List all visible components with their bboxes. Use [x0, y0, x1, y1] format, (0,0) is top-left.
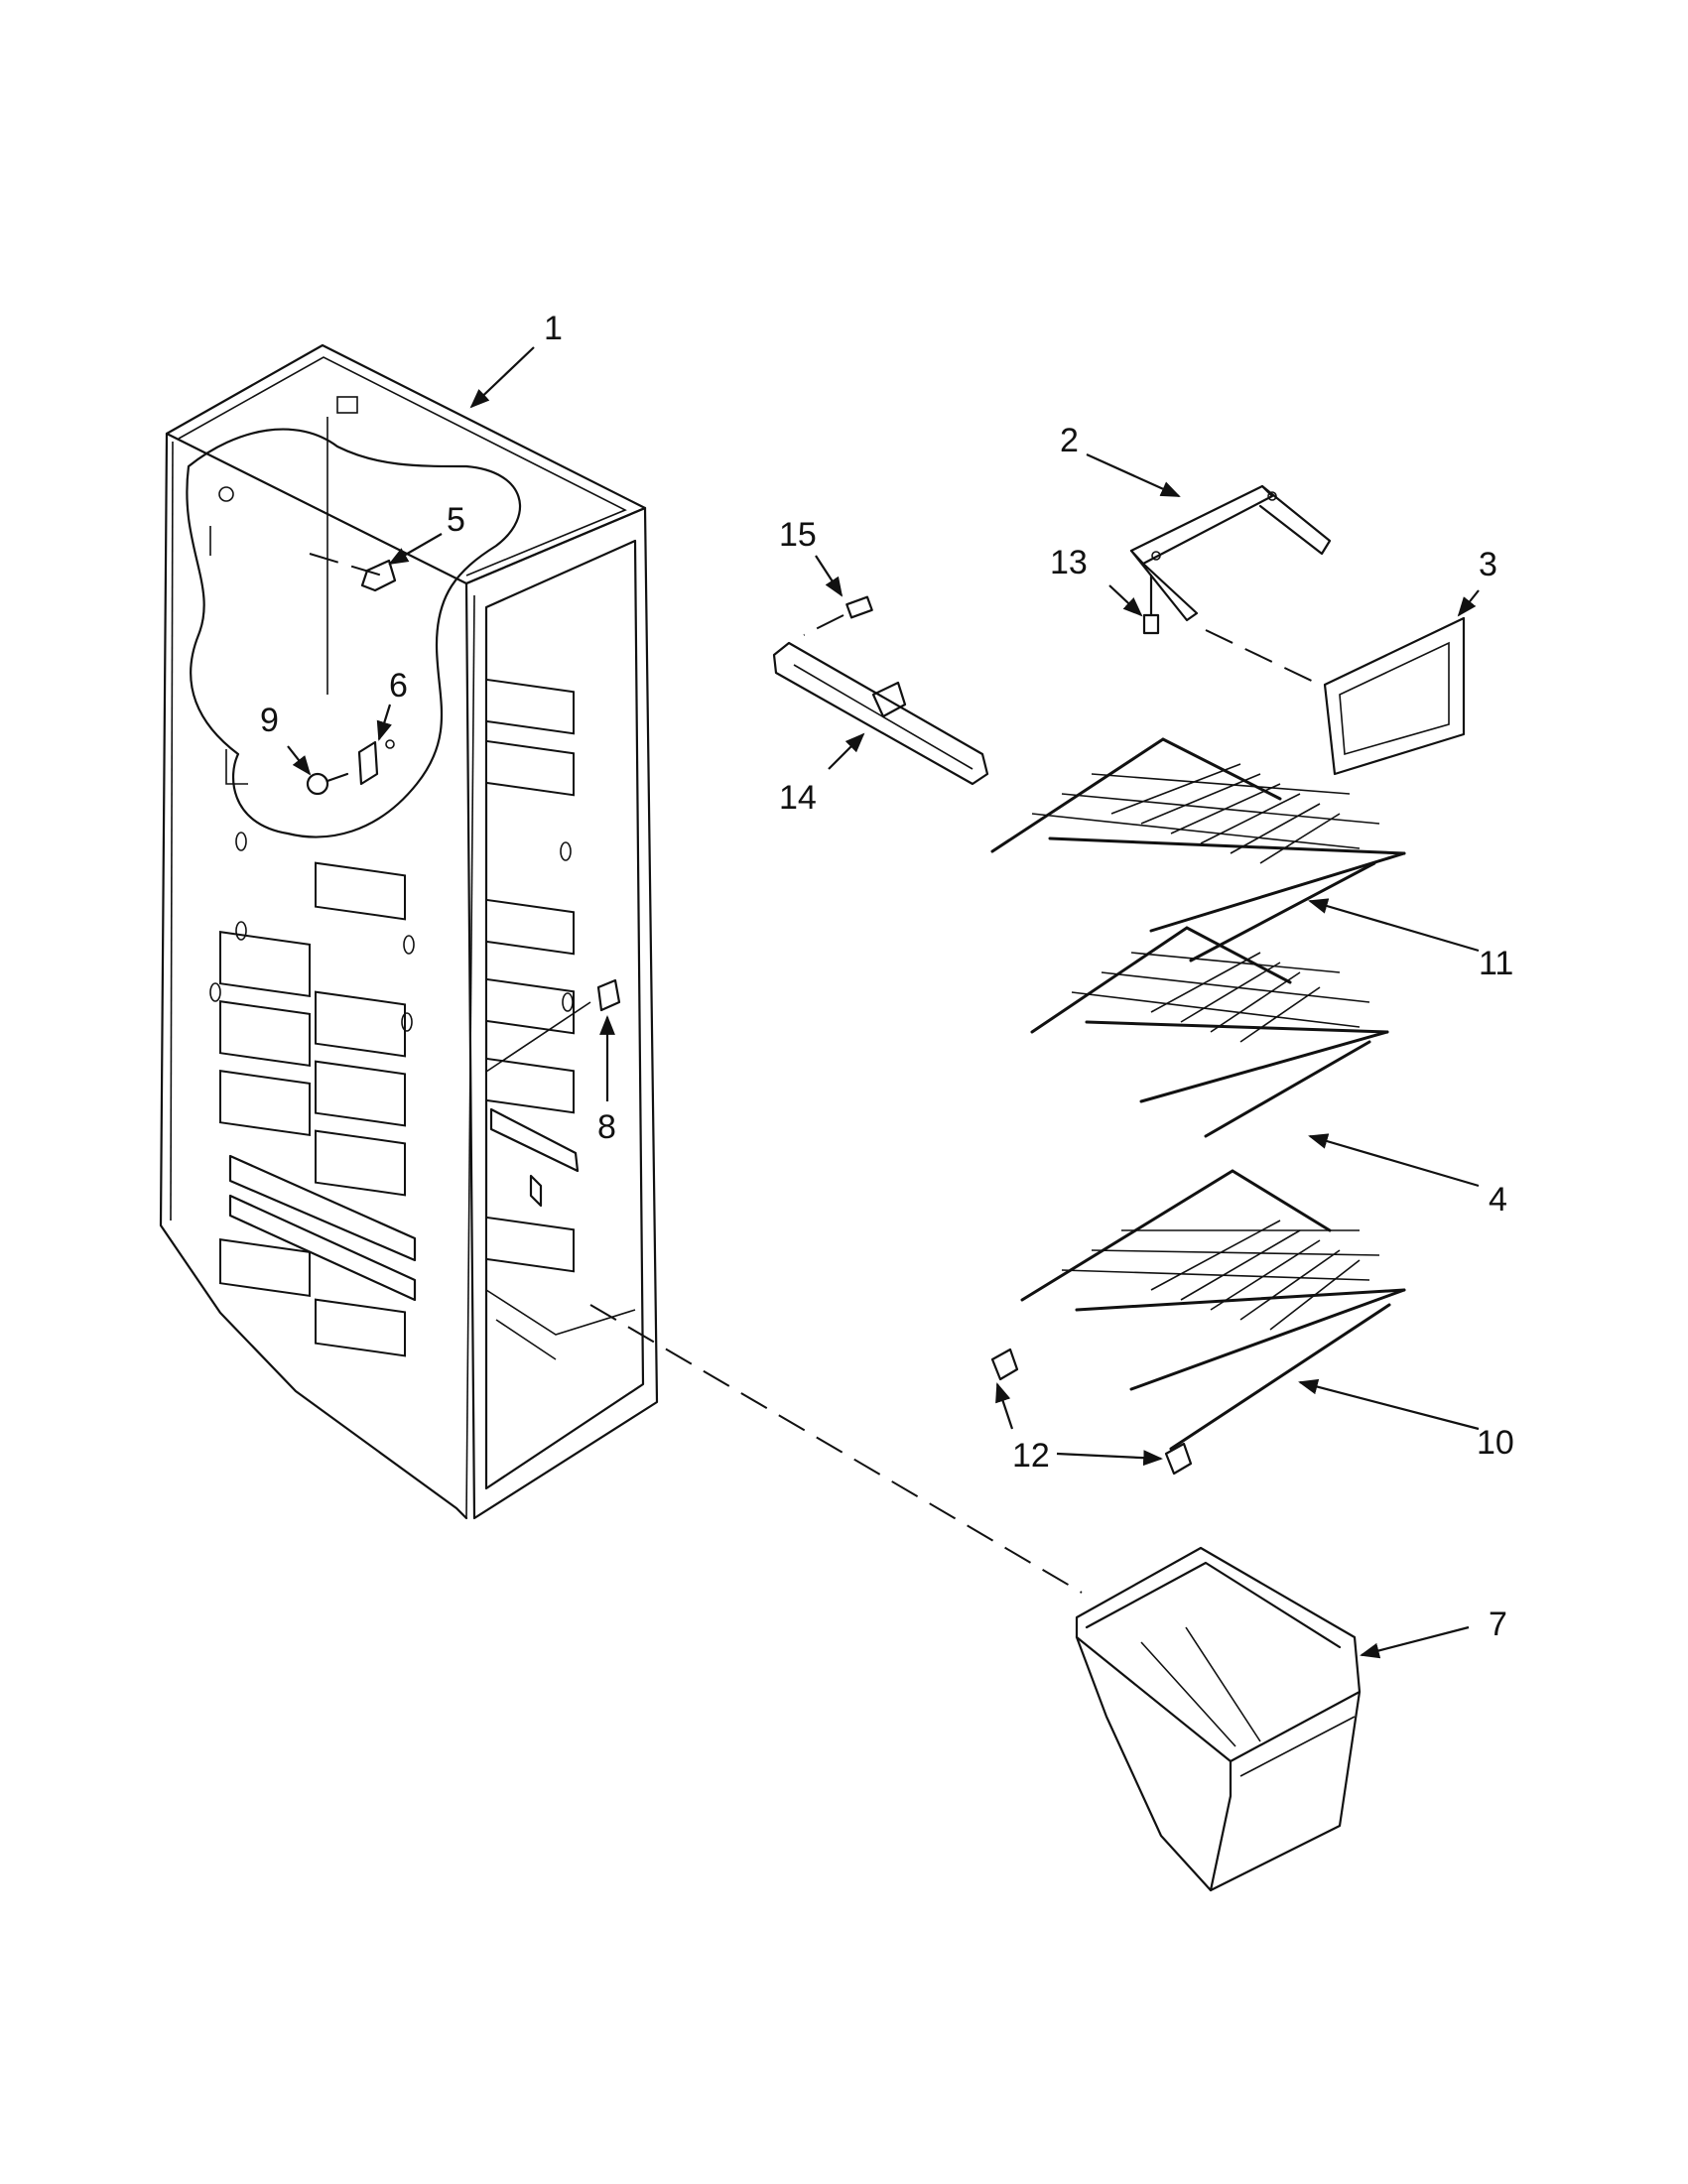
- callout-14: 14: [779, 779, 817, 817]
- part-9-screw: [306, 772, 349, 796]
- freezer-liner: [159, 343, 659, 1520]
- callout-7: 7: [1489, 1606, 1507, 1643]
- callout-9: 9: [260, 702, 279, 739]
- part-2-bracket: [1129, 484, 1332, 622]
- callout-11: 11: [1479, 945, 1513, 982]
- part-11-shelf: [990, 737, 1406, 963]
- part-4-shelf: [1030, 926, 1389, 1138]
- callout-10: 10: [1477, 1424, 1514, 1462]
- part-12-caps: [990, 1348, 1193, 1476]
- callout-4: 4: [1489, 1181, 1507, 1219]
- part-8-clip: [485, 978, 621, 1073]
- part-5-clip: [309, 553, 397, 592]
- callout-12: 12: [1012, 1437, 1050, 1475]
- part-14-rail: [772, 641, 989, 786]
- callout-5: 5: [447, 501, 465, 539]
- callout-2: 2: [1060, 422, 1079, 459]
- callout-8: 8: [597, 1108, 616, 1146]
- leader-lines: [287, 346, 1480, 1659]
- part-13-screw: [1142, 574, 1160, 635]
- callout-3: 3: [1479, 546, 1497, 583]
- callout-1: 1: [544, 310, 563, 347]
- callout-13: 13: [1050, 544, 1088, 581]
- part-15-screw: [803, 595, 873, 636]
- part-7-bin: [589, 1304, 1362, 1892]
- callout-6: 6: [389, 667, 408, 705]
- callout-15: 15: [779, 516, 817, 554]
- part-10-shelf: [1020, 1169, 1406, 1451]
- callout-labels: 1 2 3 4 5 6 7 8 9 10 11 12 13 14 15: [260, 310, 1514, 1643]
- part-6-bracket: [357, 739, 395, 786]
- part-3-panel: [1205, 616, 1466, 776]
